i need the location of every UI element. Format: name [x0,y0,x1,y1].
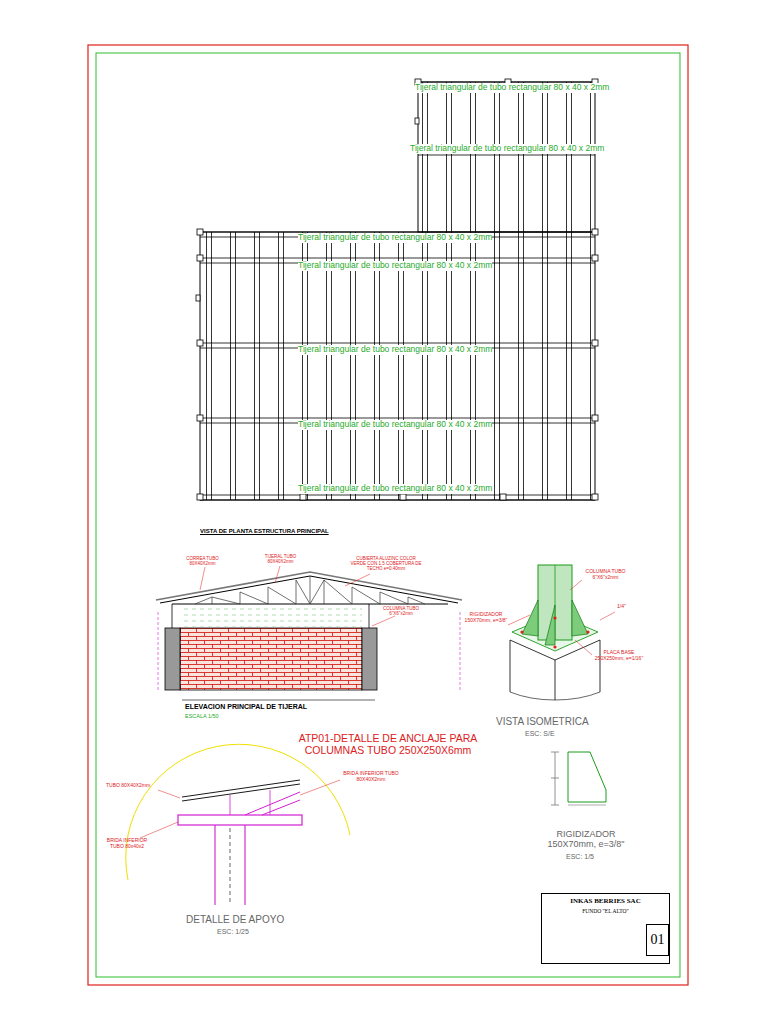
part-label: TUBO 80X40X2mm [106,783,150,789]
part-label: CORREA TUBO 80X40X2mm [180,556,225,566]
part-label: RIGIDIZADOR 150X70mm, e=3/8" [462,612,510,624]
project-name: FUNDO "EL ALTO" [544,907,667,915]
detail-title: ATP01-DETALLE DE ANCLAJE PARA COLUMNAS T… [288,732,488,756]
truss-label: Tijeral triangular de tubo rectangular 8… [298,484,492,494]
part-label: TIJERAL TUBO 80X40X2mm [258,554,303,564]
truss-label: Tijeral triangular de tubo rectangular 8… [410,144,604,154]
view-title: VISTA ISOMETRICA [496,716,589,728]
dimension: 1/4" [617,604,626,610]
sheet-number: 01 [649,927,666,953]
scale-note: ESC: 1/5 [566,853,594,861]
view-title: VISTA DE PLANTA ESTRUCTURA PRINCIPAL [200,528,329,535]
scale-note: ESC: S/E [525,730,555,738]
title-block: INKAS BERRIES SACFUNDO "EL ALTO" 01 [541,893,670,964]
truss-elevation [156,566,462,700]
part-label: BRIDA INFERIOR TUBO 80X40X2mm [340,771,402,783]
part-label: PLACA BASE 250X250mm, e=1/16" [590,650,648,662]
truss-label: Tijeral triangular de tubo rectangular 8… [298,420,492,430]
stiffener-detail [551,752,606,805]
support-detail [126,744,350,905]
view-title: RIGIDIZADOR 150X70mm, e=3/8" [540,829,632,850]
view-title: ELEVACION PRINCIPAL DE TIJERAL [185,703,307,711]
project-name: INKAS BERRIES SAC [544,896,667,907]
truss-label: Tijeral triangular de tubo rectangular 8… [298,345,492,355]
truss-label: Tijeral triangular de tubo rectangular 8… [298,261,492,271]
truss-label: Tijeral triangular de tubo rectangular 8… [415,83,609,93]
sheet-number-box: 01 [646,924,669,956]
anchor-isometric [508,565,615,700]
plan-view [196,79,598,500]
truss-label: Tijeral triangular de tubo rectangular 8… [298,233,492,243]
part-label: COLUMNA TUBO 6"X6"x2mm [380,606,422,616]
view-title: DETALLE DE APOYO [186,914,284,926]
scale-note: ESC: 1/25 [217,928,249,936]
part-label: CUBIERTA ALUZINC COLOR VERDE CON 1.5 COB… [350,556,422,572]
part-label: BRIDA INFERIOR TUBO 80x40x2 [104,838,150,850]
scale-note: ESCALA 1/50 [185,713,219,719]
part-label: COLUMNA TUBO 6"X6"x2mm [578,569,633,581]
